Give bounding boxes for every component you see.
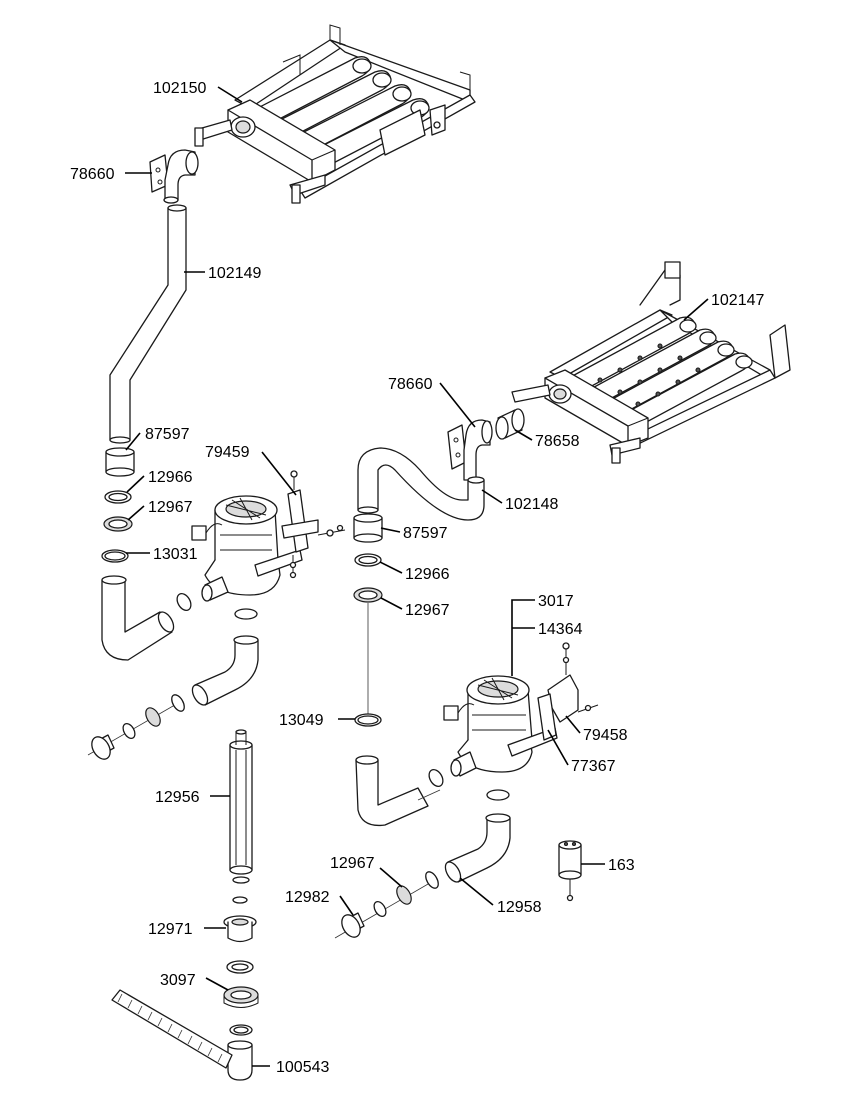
small-ring-12956 [232, 896, 248, 904]
label-102150: 102150 [153, 80, 206, 97]
gasket-12966-left [104, 490, 132, 504]
bushing-12971 [223, 915, 257, 943]
capacitor-163 [558, 840, 582, 902]
label-3097: 3097 [160, 972, 196, 989]
label-79459: 79459 [205, 444, 250, 461]
sight-tube-12956 [229, 729, 253, 884]
label-79458: 79458 [583, 727, 628, 744]
corrugated-hose [111, 989, 233, 1069]
label-163: 163 [608, 857, 635, 874]
nut-12967-right [353, 587, 383, 603]
label-12967-lower: 12967 [330, 855, 375, 872]
ring-lower [229, 1024, 253, 1036]
label-87597-right: 87597 [403, 525, 448, 542]
label-12967-left: 12967 [148, 499, 193, 516]
label-12982: 12982 [285, 889, 330, 906]
adapter-78658 [495, 408, 525, 440]
nut-12967-left [103, 516, 133, 532]
label-12966-left: 12966 [148, 469, 193, 486]
hose-clamp-right-a [428, 768, 444, 788]
label-102147: 102147 [711, 292, 764, 309]
elbow-fitting-100543 [227, 1040, 253, 1081]
label-77367: 77367 [571, 758, 616, 775]
fitting-87597-left [105, 447, 135, 477]
label-100543: 100543 [276, 1059, 329, 1076]
hose-elbow-left-upper [101, 575, 175, 661]
tube-102148 [357, 447, 485, 521]
label-78660-top: 78660 [70, 166, 115, 183]
label-12967-right: 12967 [405, 602, 450, 619]
hose-clamp-left-a [176, 592, 192, 612]
label-14364: 14364 [538, 621, 583, 638]
coupling-3097 [223, 986, 259, 1008]
hose-12958 [444, 813, 511, 883]
burner-assembly-top [194, 24, 476, 204]
gasket-12966-right [354, 553, 382, 567]
inlet-fittings-right [334, 871, 439, 939]
blower-motor-right [443, 675, 558, 777]
fitting-87597-right [353, 513, 383, 543]
tube-102149 [109, 204, 187, 444]
part-labels: 102150 78660 102149 87597 12966 12967 13… [70, 80, 764, 1076]
label-3017: 3017 [538, 593, 574, 610]
label-78660-right: 78660 [388, 376, 433, 393]
label-12956: 12956 [155, 789, 200, 806]
elbow-fitting-78660-top [149, 149, 199, 204]
clamp-13031 [101, 549, 129, 563]
hose-clamp-left-b [234, 608, 258, 620]
label-13031: 13031 [153, 546, 198, 563]
bracket-79458 [547, 642, 599, 723]
clamp-13049 [354, 713, 382, 727]
burner-ports-right [597, 343, 701, 407]
label-102148: 102148 [505, 496, 558, 513]
inlet-fittings-left [87, 694, 185, 760]
label-12958: 12958 [497, 899, 542, 916]
label-12971: 12971 [148, 921, 193, 938]
label-87597-left: 87597 [145, 426, 190, 443]
blower-motor-left [191, 495, 303, 602]
ring-upper-3097 [226, 960, 254, 974]
leader-lines [125, 86, 709, 1067]
label-13049: 13049 [279, 712, 324, 729]
label-78658: 78658 [535, 433, 580, 450]
burner-assembly-right [511, 261, 791, 464]
elbow-fitting-78660-right [447, 419, 493, 481]
hose-clamp-right-b [486, 789, 510, 801]
label-12966-right: 12966 [405, 566, 450, 583]
hose-elbow-right-upper [355, 755, 441, 827]
gasket-77367 [537, 693, 557, 741]
hose-elbow-left-lower [191, 635, 259, 706]
label-102149: 102149 [208, 265, 261, 282]
bracket-79459 [281, 470, 346, 579]
burner-tubes-right [564, 316, 753, 432]
burner-tubes-top [249, 56, 430, 171]
